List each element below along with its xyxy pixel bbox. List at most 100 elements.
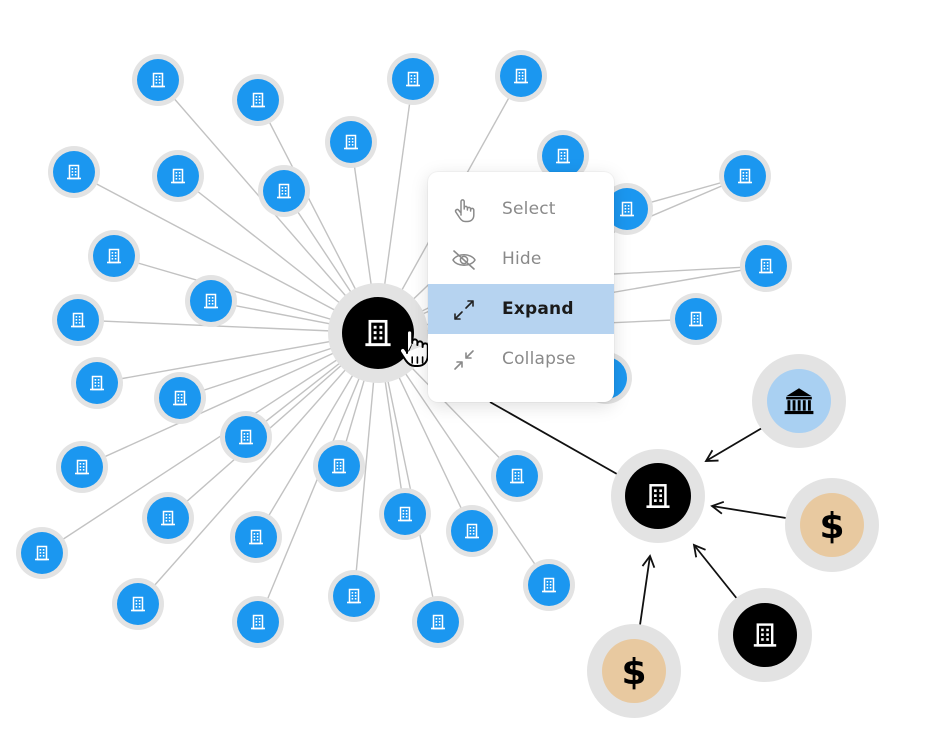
company-node[interactable] <box>258 165 310 217</box>
edge <box>77 319 379 334</box>
company-node[interactable] <box>601 183 653 235</box>
company-node[interactable] <box>152 150 204 202</box>
building-icon <box>542 577 556 593</box>
building-icon <box>465 523 479 539</box>
company-node[interactable] <box>325 116 377 168</box>
company-node[interactable] <box>670 293 722 345</box>
edge <box>81 332 379 468</box>
linked-company-node[interactable] <box>611 449 705 543</box>
company-node[interactable] <box>491 450 543 502</box>
building-icon <box>75 459 89 475</box>
edge <box>377 332 550 586</box>
dollar-icon: $ <box>621 652 646 693</box>
arrows-layer <box>489 401 787 626</box>
building-icon <box>689 311 703 327</box>
money-node[interactable]: $ <box>587 624 681 718</box>
building-icon <box>151 72 165 88</box>
menu-item-hide[interactable]: Hide <box>428 234 614 284</box>
company-node[interactable] <box>185 275 237 327</box>
bank-node[interactable] <box>752 354 846 448</box>
company-node[interactable] <box>220 411 272 463</box>
building-icon <box>646 484 670 509</box>
company-node[interactable] <box>446 505 498 557</box>
arrow-edge <box>692 543 739 601</box>
hand-pointer-icon <box>454 199 475 223</box>
building-icon <box>90 375 104 391</box>
building-icon <box>620 201 634 217</box>
company-node[interactable] <box>52 294 104 346</box>
company-node[interactable] <box>523 559 575 611</box>
building-icon <box>107 248 121 264</box>
company-node[interactable] <box>719 150 771 202</box>
building-icon <box>239 429 253 445</box>
building-icon <box>510 468 524 484</box>
building-icon <box>251 614 265 630</box>
eye-off-icon <box>452 250 476 270</box>
menu-item-label: Expand <box>502 299 574 319</box>
company-node[interactable] <box>16 527 68 579</box>
company-node[interactable] <box>88 230 140 282</box>
nodes-layer: $$ <box>16 50 879 718</box>
building-icon <box>171 168 185 184</box>
company-node[interactable] <box>56 441 108 493</box>
menu-item-collapse[interactable]: Collapse <box>428 334 614 384</box>
arrow-edge <box>639 554 656 626</box>
building-icon <box>556 148 570 164</box>
collapse-icon <box>454 350 474 370</box>
arrow-edge <box>704 427 763 462</box>
dollar-icon: $ <box>819 506 844 547</box>
company-node[interactable] <box>132 54 184 106</box>
building-icon <box>406 71 420 87</box>
company-node[interactable] <box>232 74 284 126</box>
building-icon <box>277 183 291 199</box>
connection-edge <box>489 401 625 479</box>
bank-icon <box>784 388 814 415</box>
building-icon <box>131 596 145 612</box>
company-node[interactable] <box>379 488 431 540</box>
company-node[interactable] <box>48 146 100 198</box>
hand-pointer-icon <box>399 329 429 367</box>
building-icon <box>431 614 445 630</box>
building-icon <box>249 529 263 545</box>
company-node[interactable] <box>387 53 439 105</box>
edge <box>73 171 379 334</box>
building-icon <box>514 68 528 84</box>
building-icon <box>67 164 81 180</box>
menu-item-label: Collapse <box>502 349 576 369</box>
company-node[interactable] <box>740 240 792 292</box>
building-icon <box>738 168 752 184</box>
menu-item-label: Select <box>502 199 556 219</box>
building-icon <box>251 92 265 108</box>
company-node[interactable] <box>230 511 282 563</box>
building-icon <box>71 312 85 328</box>
building-icon <box>161 510 175 526</box>
building-icon <box>344 134 358 150</box>
money-node[interactable]: $ <box>785 478 879 572</box>
company-node[interactable] <box>112 578 164 630</box>
building-icon <box>753 623 777 647</box>
company-node[interactable] <box>71 357 123 409</box>
company-node[interactable] <box>232 596 284 648</box>
building-icon <box>759 258 773 274</box>
building-icon <box>204 293 218 309</box>
context-menu: Select Hide Expand Collapse <box>428 172 614 402</box>
building-icon <box>173 390 187 406</box>
company-node[interactable] <box>313 440 365 492</box>
company-node[interactable] <box>495 50 547 102</box>
menu-item-expand[interactable]: Expand <box>428 284 614 334</box>
menu-item-select[interactable]: Select <box>428 184 614 234</box>
arrow-edge <box>710 500 787 519</box>
edge <box>137 332 379 605</box>
company-node[interactable] <box>412 596 464 648</box>
expand-icon <box>454 300 474 320</box>
edge <box>41 332 379 554</box>
building-icon <box>365 319 391 347</box>
company-node[interactable] <box>154 372 206 424</box>
company-node-dark[interactable] <box>718 588 812 682</box>
company-node[interactable] <box>537 130 589 182</box>
company-node[interactable] <box>328 570 380 622</box>
building-icon <box>347 588 361 604</box>
company-node[interactable] <box>142 492 194 544</box>
building-icon <box>332 458 346 474</box>
